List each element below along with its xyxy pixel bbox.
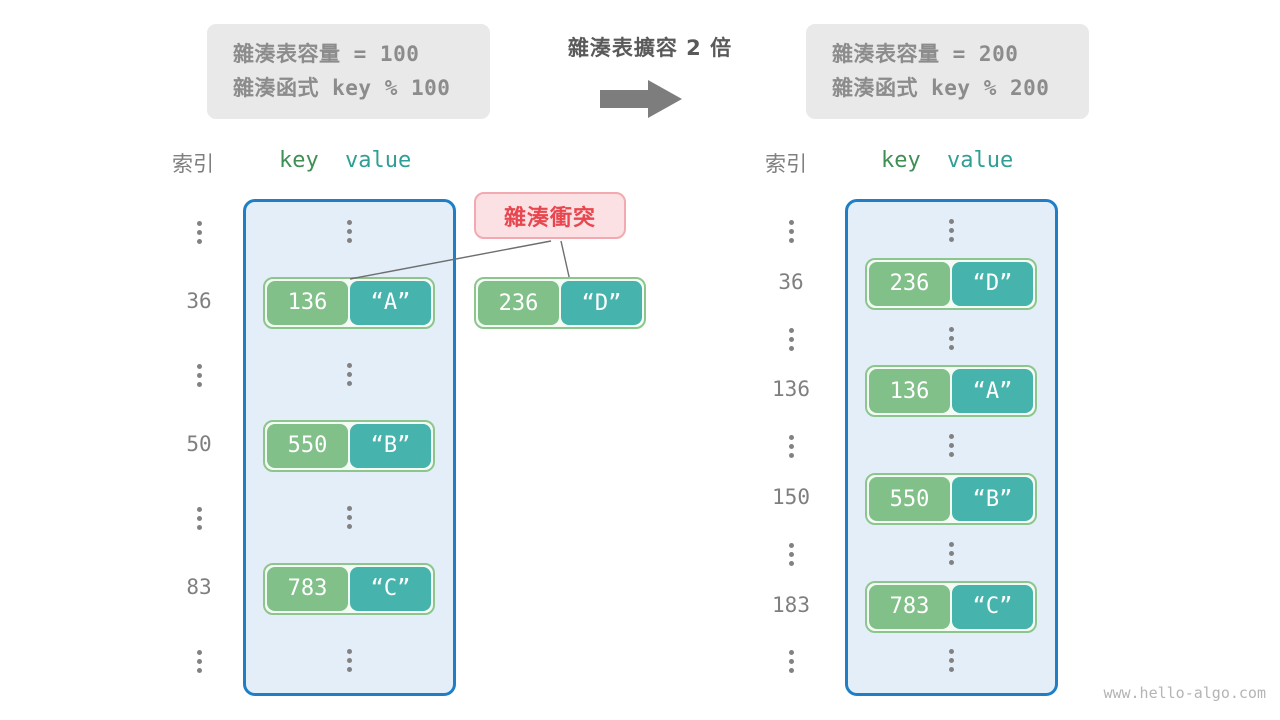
right-arrow-icon: [600, 78, 684, 120]
left-row-index: 50: [186, 431, 212, 456]
left-bucket-ellipsis: [346, 363, 352, 386]
right-bucket-ellipsis: [948, 326, 954, 350]
left-hash-function-line: 雜湊函式 key % 100: [233, 75, 451, 100]
right-bucket-key: 136: [869, 369, 950, 414]
left-bucket-key: 136: [267, 280, 348, 325]
left-bucket-ellipsis: [346, 506, 352, 529]
right-row-index: 36: [778, 269, 804, 294]
left-index-ellipsis: [160, 217, 238, 248]
right-bucket-value: “C”: [952, 584, 1033, 629]
left-header-value: value: [345, 148, 412, 173]
right-bucket-entry: 550“B”: [865, 473, 1037, 525]
right-header-index: 索引: [765, 152, 807, 176]
right-bucket-ellipsis: [948, 219, 954, 242]
right-header-value: value: [947, 148, 1014, 173]
right-bucket-entry: 236“D”: [865, 257, 1037, 310]
left-bucket-key: 550: [267, 423, 348, 468]
left-bucket-entry: 550“B”: [263, 419, 435, 472]
right-bucket-key: 236: [869, 261, 950, 306]
right-row-index: 183: [772, 592, 810, 617]
right-index-ellipsis: [752, 216, 830, 247]
collision-overflow-entry: 236 “D”: [474, 277, 646, 329]
left-capacity-line: 雜湊表容量 = 100: [233, 42, 420, 66]
left-bucket-ellipsis: [346, 649, 352, 672]
right-row-index: 136: [772, 377, 810, 402]
right-header-key: key: [881, 148, 921, 173]
left-row-index: 36: [186, 288, 212, 313]
left-header-index: 索引: [172, 152, 214, 176]
left-row-index: 83: [186, 574, 212, 599]
right-bucket-key: 550: [869, 477, 950, 521]
left-index-ellipsis: [160, 503, 238, 534]
right-bucket-ellipsis: [948, 434, 954, 458]
right-bucket-ellipsis: [948, 541, 954, 565]
left-bucket-key: 783: [267, 566, 348, 611]
left-hash-config-card: 雜湊表容量 = 100 雜湊函式 key % 100: [207, 24, 490, 119]
left-bucket-entry: 783“C”: [263, 562, 435, 615]
right-hash-config-card: 雜湊表容量 = 200 雜湊函式 key % 200: [806, 24, 1089, 119]
watermark: www.hello-algo.com: [1103, 684, 1266, 702]
left-header-key: key: [279, 148, 319, 173]
right-bucket-value: “D”: [952, 261, 1033, 306]
right-bucket-entry: 136“A”: [865, 365, 1037, 418]
right-row-index: 150: [772, 485, 810, 509]
right-bucket-entry: 783“C”: [865, 580, 1037, 633]
left-bucket-value: “A”: [350, 280, 431, 325]
right-capacity-line: 雜湊表容量 = 200: [832, 42, 1019, 66]
left-column-headers: 索引 key value: [0, 148, 520, 178]
left-index-ellipsis: [160, 646, 238, 677]
collision-overflow-value: “D”: [561, 281, 642, 325]
right-bucket-key: 783: [869, 584, 950, 629]
collision-badge-label: 雜湊衝突: [503, 205, 596, 231]
right-bucket-ellipsis: [948, 649, 954, 673]
left-index-ellipsis: [160, 360, 238, 391]
diagram-title: 雜湊表擴容 2 倍: [567, 36, 733, 60]
right-bucket-value: “B”: [952, 477, 1033, 521]
right-bucket-value: “A”: [952, 369, 1033, 414]
right-index-ellipsis: [752, 539, 830, 570]
left-bucket-value: “B”: [350, 423, 431, 468]
right-hash-function-line: 雜湊函式 key % 200: [832, 75, 1050, 100]
left-bucket-value: “C”: [350, 566, 431, 611]
collision-overflow-key: 236: [478, 281, 559, 325]
right-column-headers: 索引 key value: [600, 148, 1120, 178]
right-index-ellipsis: [752, 431, 830, 462]
left-bucket-entry: 136“A”: [263, 276, 435, 329]
left-bucket-ellipsis: [346, 220, 352, 243]
right-index-ellipsis: [752, 324, 830, 355]
collision-badge: 雜湊衝突: [474, 192, 626, 239]
right-index-ellipsis: [752, 646, 830, 677]
